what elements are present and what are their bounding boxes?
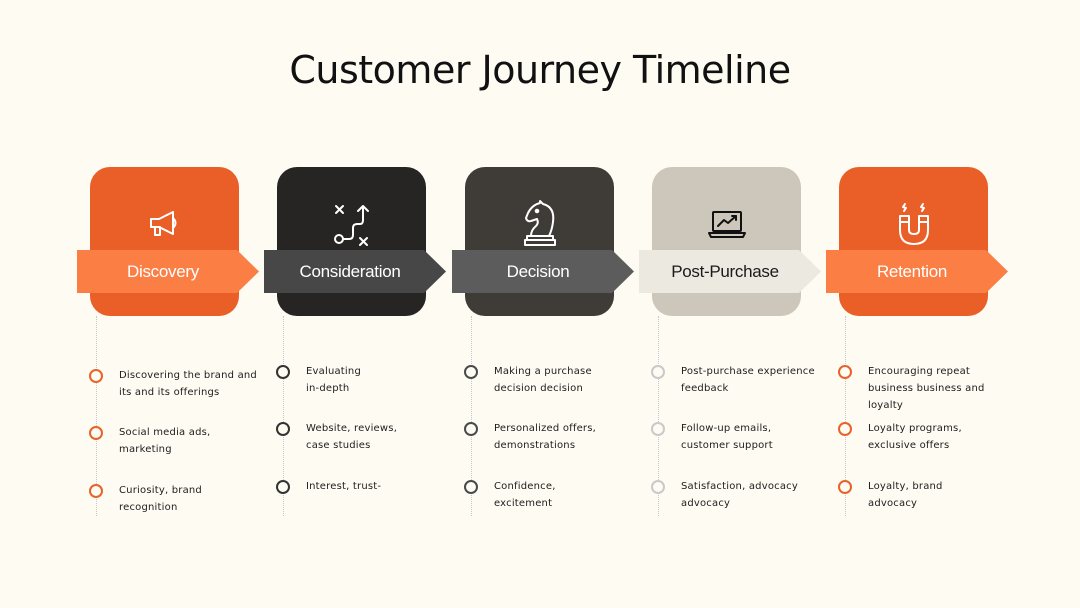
- timeline-connector: [845, 316, 846, 516]
- bullet-marker: [651, 480, 665, 494]
- stage-detail: Interest, trust-: [306, 481, 382, 492]
- stage-detail: Discovering the brand and its and its of…: [119, 370, 257, 398]
- bullet-marker: [651, 365, 665, 379]
- stage-detail: Satisfaction, advocacy advocacy: [681, 481, 798, 509]
- stage-post-purchase: Post-Purchase Post-purchase experience f…: [639, 167, 829, 527]
- stage-label: Retention: [876, 262, 948, 281]
- stage-detail: Loyalty programs, exclusive offers: [868, 423, 962, 451]
- bullet-marker: [276, 480, 290, 494]
- stage-label: Post-Purchase: [671, 262, 779, 281]
- stage-label: Consideration: [299, 262, 401, 281]
- laptop-chart-icon: [652, 181, 801, 267]
- stage-consideration: Consideration Evaluating in-depth Websit…: [264, 167, 454, 527]
- stage-retention: Retention Encouraging repeat business bu…: [826, 167, 1016, 527]
- stage-label: Decision: [506, 262, 570, 281]
- stage-detail: Post-purchase experience feedback: [681, 366, 815, 394]
- strategy-path-icon: [277, 181, 426, 267]
- stage-arrow: [264, 250, 446, 293]
- bullet-marker: [464, 422, 478, 436]
- chess-knight-icon: [465, 181, 614, 267]
- bullet-marker: [464, 480, 478, 494]
- stage-detail: Website, reviews, case studies: [306, 423, 398, 451]
- magnet-icon: [839, 181, 988, 267]
- stage-detail: Social media ads, marketing: [119, 427, 211, 455]
- bullet-marker: [838, 365, 852, 379]
- bullet-marker: [838, 422, 852, 436]
- stage-detail: Evaluating in-depth: [306, 366, 361, 394]
- stage-decision: Decision Making a purchase decision deci…: [452, 167, 642, 527]
- bullet-marker: [276, 422, 290, 436]
- timeline-connector: [96, 316, 97, 516]
- bullet-marker: [89, 426, 103, 440]
- bullet-marker: [651, 422, 665, 436]
- stage-discovery: Discovery Discovering the brand and its …: [77, 167, 267, 527]
- megaphone-icon: [90, 181, 239, 267]
- timeline-connector: [658, 316, 659, 516]
- timeline-connector: [283, 316, 284, 516]
- stage-detail: Curiosity, brand recognition: [119, 485, 202, 513]
- stage-detail: Making a purchase decision decision: [494, 366, 592, 394]
- page-title: Customer Journey Timeline: [289, 48, 791, 92]
- timeline-connector: [471, 316, 472, 516]
- stage-label: Discovery: [127, 262, 199, 281]
- stage-arrow: [826, 250, 1008, 293]
- bullet-marker: [838, 480, 852, 494]
- bullet-marker: [464, 365, 478, 379]
- bullet-marker: [89, 369, 103, 383]
- stage-arrow: [77, 250, 259, 293]
- bullet-marker: [89, 484, 103, 498]
- stage-detail: Loyalty, brand advocacy: [868, 481, 943, 509]
- stage-detail: Personalized offers, demonstrations: [494, 423, 597, 451]
- stage-arrow: [452, 250, 634, 293]
- stage-detail: Confidence, excitement: [494, 481, 556, 509]
- bullet-marker: [276, 365, 290, 379]
- stage-detail: Encouraging repeat business business and…: [868, 366, 985, 411]
- stage-detail: Follow-up emails, customer support: [681, 423, 773, 451]
- stage-arrow: [639, 250, 821, 293]
